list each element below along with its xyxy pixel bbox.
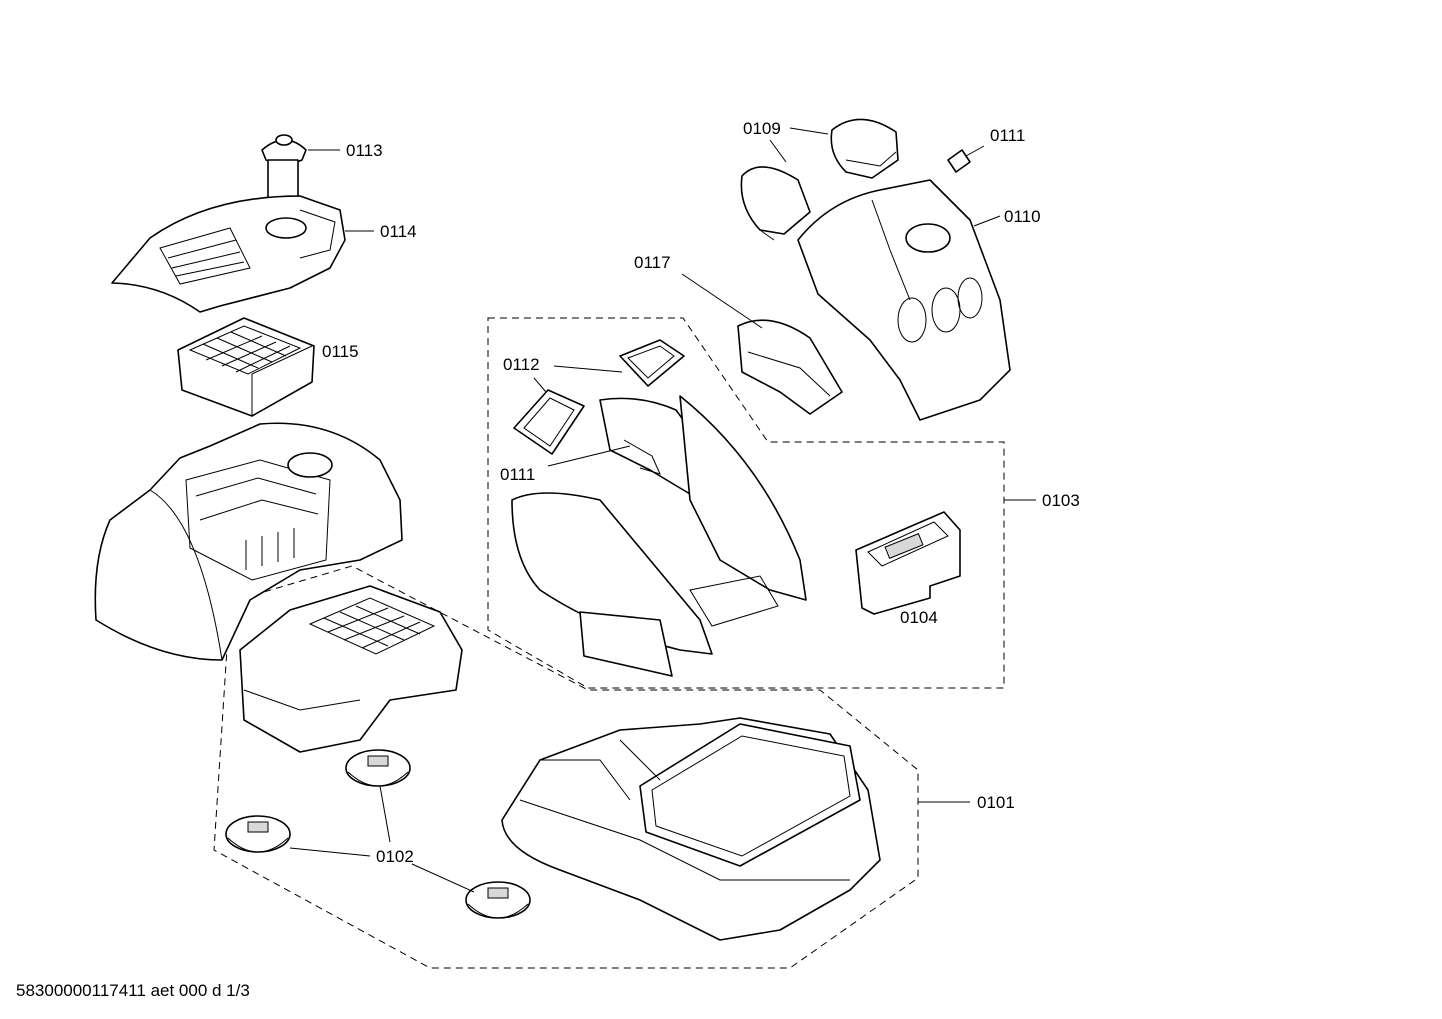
part-0112-filter-b xyxy=(619,339,685,387)
part-0115-filter xyxy=(177,317,315,417)
part-0112-filter-a xyxy=(513,389,585,455)
part-0101-base xyxy=(501,717,881,941)
leader-lines xyxy=(289,127,1036,893)
label-0113: 0113 xyxy=(346,141,383,160)
group-outline-0103 xyxy=(487,317,1005,689)
part-0102-foot-2 xyxy=(225,815,291,853)
drawing-reference-footer: 58300000117411 aet 000 d 1/3 xyxy=(16,981,250,1000)
part-0104-switch xyxy=(855,511,961,615)
part-0109-cone-b xyxy=(830,118,899,179)
label-0117: 0117 xyxy=(634,253,671,272)
label-0115: 0115 xyxy=(322,342,359,361)
part-housing-lower xyxy=(239,585,463,753)
label-0104: 0104 xyxy=(900,608,938,627)
part-housing-upper xyxy=(94,422,403,661)
label-0111-top: 0111 xyxy=(990,126,1025,145)
part-0114-cover xyxy=(111,195,346,313)
part-0117-bracket xyxy=(737,319,843,415)
label-0112: 0112 xyxy=(503,355,540,374)
part-0102-foot-3 xyxy=(465,881,531,919)
label-0101: 0101 xyxy=(977,793,1015,812)
part-0109-cone-a xyxy=(740,166,811,241)
label-0109: 0109 xyxy=(743,119,781,138)
group-outline-0101 xyxy=(213,565,919,969)
part-0110-handle xyxy=(797,179,1011,421)
label-0111-mid: 0111 xyxy=(500,465,535,484)
label-0110: 0110 xyxy=(1004,207,1041,226)
part-0113-knob xyxy=(261,134,307,222)
part-0102-foot-1 xyxy=(345,749,411,787)
label-0102: 0102 xyxy=(376,847,414,866)
part-0111-clip-top xyxy=(947,149,971,173)
part-central-shell xyxy=(511,395,807,677)
label-0103: 0103 xyxy=(1042,491,1080,510)
label-0114: 0114 xyxy=(380,222,417,241)
